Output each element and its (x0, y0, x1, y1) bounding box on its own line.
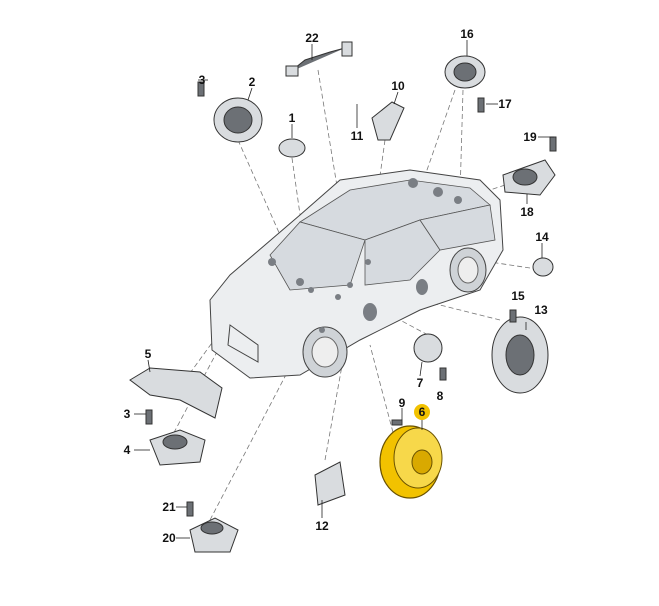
callout-4: 4 (124, 443, 131, 457)
callout-3b: 3 (124, 407, 131, 421)
callout-8: 8 (437, 389, 444, 403)
callout-labels: 22 3 2 16 10 17 1 11 19 18 14 15 13 5 7 … (124, 27, 549, 545)
callout-20: 20 (162, 531, 176, 545)
callout-22: 22 (305, 31, 319, 45)
callout-14: 14 (535, 230, 549, 244)
speaker-parts (129, 41, 557, 553)
callout-18: 18 (520, 205, 534, 219)
callout-21: 21 (162, 500, 176, 514)
callout-19: 19 (523, 130, 537, 144)
callout-17: 17 (498, 97, 512, 111)
callout-6: 6 (419, 405, 426, 419)
callout-16: 16 (460, 27, 474, 41)
callout-5: 5 (145, 347, 152, 361)
callout-9: 9 (399, 396, 406, 410)
callout-12: 12 (315, 519, 329, 533)
callout-11: 11 (351, 129, 364, 143)
callout-13: 13 (534, 303, 548, 317)
car-illustration (209, 169, 504, 379)
callout-1: 1 (289, 111, 296, 125)
highlighted-speaker-6 (379, 425, 443, 499)
callout-7: 7 (417, 376, 424, 390)
callout-3: 3 (199, 73, 206, 87)
callout-leads (134, 40, 554, 539)
callout-2: 2 (249, 75, 256, 89)
callout-10: 10 (391, 79, 405, 93)
callout-15: 15 (511, 289, 525, 303)
highlight-badge (414, 404, 430, 420)
